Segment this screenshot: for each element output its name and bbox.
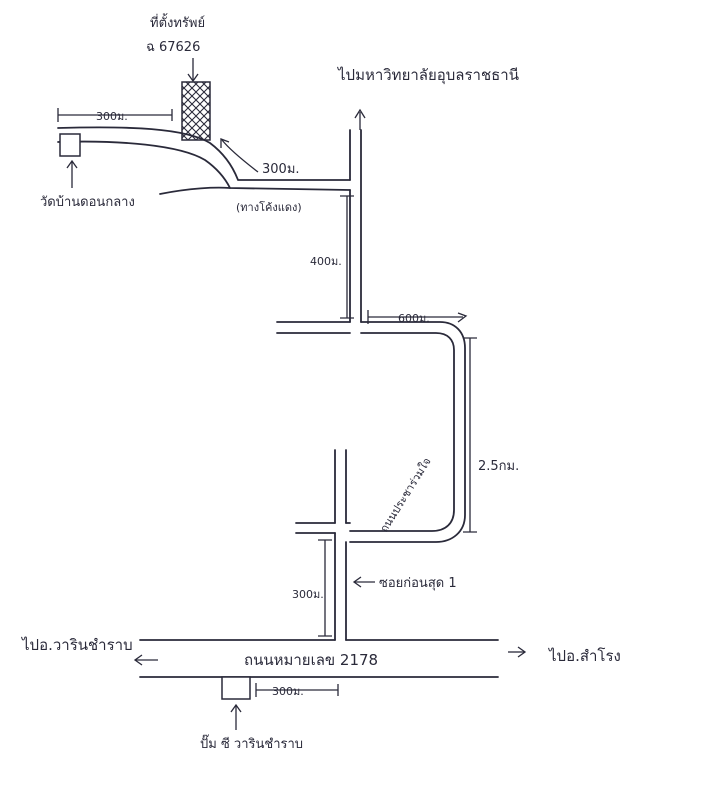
- soi-label: ซอยก่อนสุด 1: [379, 576, 457, 591]
- property-title: ที่ตั้งทรัพย์: [150, 13, 205, 31]
- distance-curve: 2.5กม.: [478, 459, 519, 474]
- distance-bottom: 300ม.: [272, 685, 304, 698]
- dimension-line-mid-right: [367, 310, 463, 324]
- curve-pointer-arrow: [221, 139, 259, 173]
- temple-road-fork-edge: [159, 186, 351, 195]
- dimension-line-bottom: [255, 683, 339, 697]
- university-destination-label: ไปมหาวิทยาลัยอุบลราชธานี: [337, 66, 519, 85]
- temple-label: วัดบ้านดอนกลาง: [40, 195, 135, 210]
- distance-vertical-upper: 400ม.: [310, 255, 342, 268]
- curve-pointer-arrowhead: [220, 138, 230, 148]
- samrong-arrowhead: [517, 646, 527, 658]
- dimension-line-top-left: [57, 108, 173, 122]
- distance-top-left: 300ม.: [96, 110, 128, 123]
- distance-mid-right: 600ม.: [398, 312, 430, 325]
- soi-arrowhead: [352, 576, 362, 588]
- gas-station-arrowhead: [230, 703, 242, 713]
- curve-road-label: ถนนประชาร่วมใจ: [378, 455, 434, 534]
- tree-landmark-label: (ทางโค้งแดง): [236, 200, 302, 214]
- cross-road-right-bottom-edge: [349, 332, 455, 532]
- property-deed-no: ฉ 67626: [146, 40, 200, 55]
- distance-vertical-lower: 300ม.: [292, 588, 324, 601]
- temple-road-lower-edge: [57, 140, 231, 189]
- temple-marker: [59, 133, 81, 157]
- warin-destination-label: ไปอ.วารินชำราบ: [21, 636, 133, 654]
- gas-station-marker: [221, 676, 251, 700]
- cross-road-right-top-edge: [349, 321, 466, 543]
- dimension-line-vertical-upper: [340, 195, 354, 319]
- dimension-line-curve: [463, 337, 477, 533]
- university-arrowhead: [354, 108, 366, 119]
- temple-road: [57, 126, 351, 181]
- dimension-line-vertical-lower: [318, 539, 332, 637]
- samrong-destination-label: ไปอ.สำโรง: [548, 647, 621, 665]
- distance-to-property: 300ม.: [262, 162, 300, 177]
- lower-cross-road: [295, 522, 351, 534]
- property-pointer-arrowhead: [187, 73, 199, 83]
- highway-label: ถนนหมายเลข 2178: [244, 651, 378, 669]
- temple-arrowhead: [66, 159, 78, 169]
- warin-arrowhead: [133, 654, 143, 666]
- property-parcel: [181, 81, 211, 141]
- dimension-mid-right-arrowhead: [457, 312, 468, 323]
- gas-station-label: ปั๊ม ซี วารินชำราบ: [200, 734, 303, 752]
